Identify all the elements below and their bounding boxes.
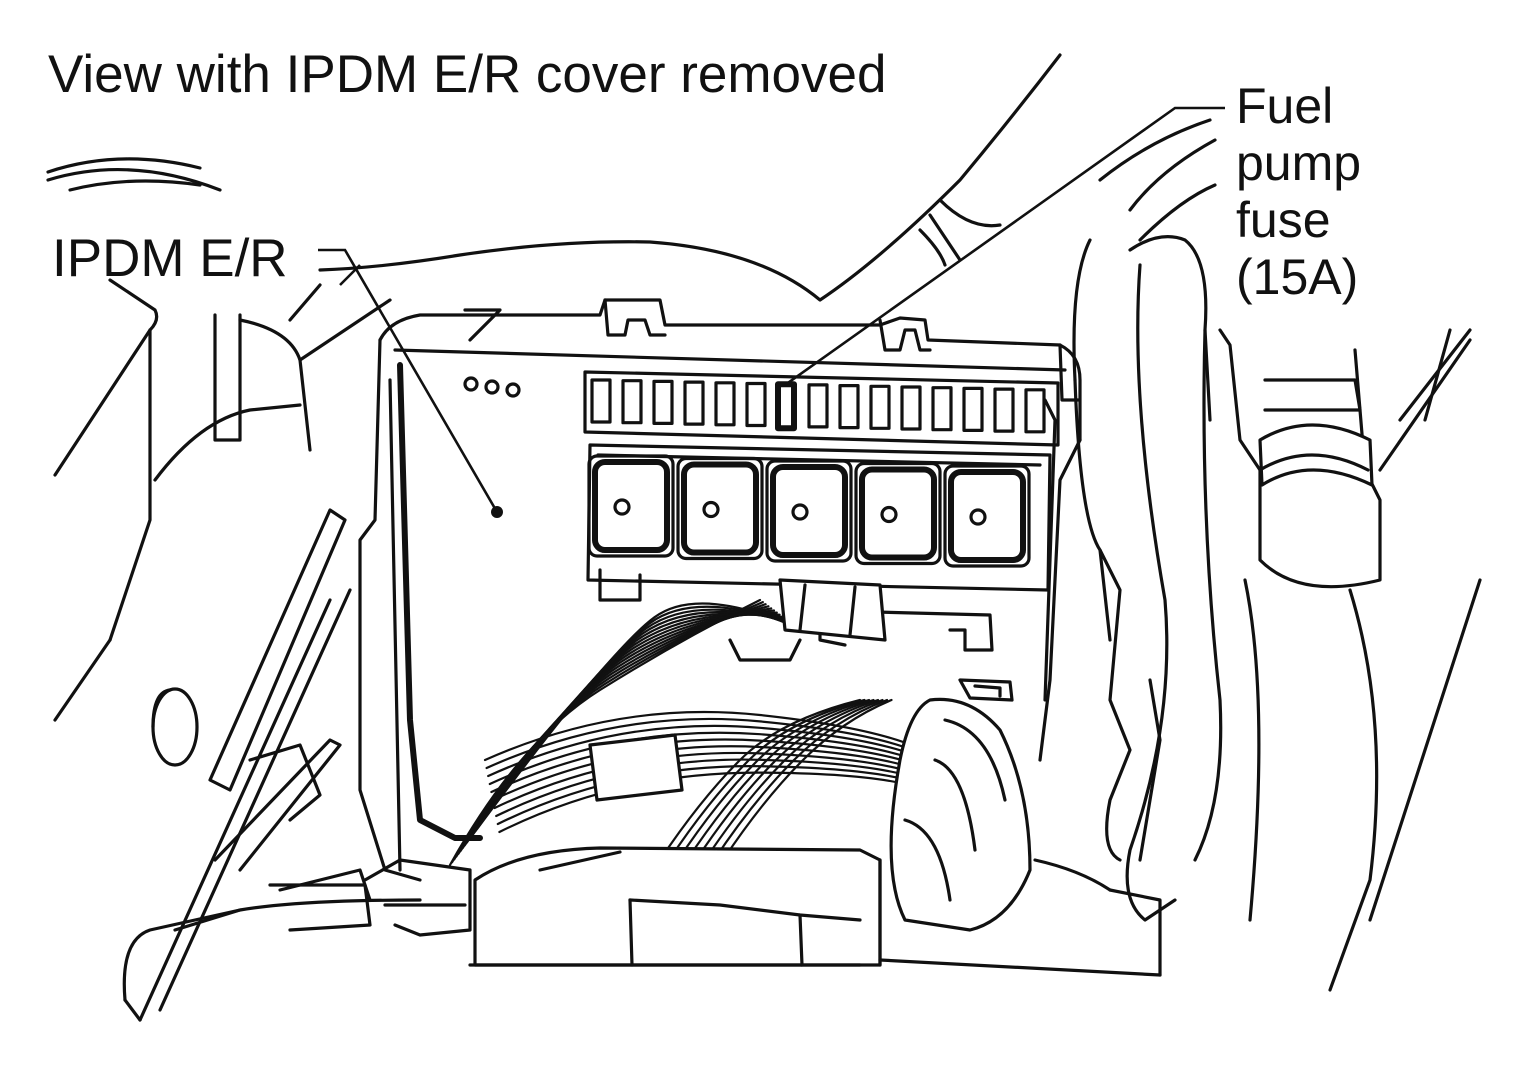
harness-wire	[676, 698, 871, 862]
diagram-title: View with IPDM E/R cover removed	[48, 45, 887, 104]
front-panel	[123, 898, 862, 1022]
harness-wire	[694, 698, 880, 862]
relay-terminal	[613, 498, 631, 516]
harness-wire	[703, 698, 884, 862]
ipdm-er-label: IPDM E/R	[52, 229, 288, 288]
relay-socket	[765, 459, 853, 563]
fuse	[900, 385, 922, 431]
ipdm-housing	[358, 298, 1082, 882]
fuse	[838, 384, 860, 430]
harness-wire	[712, 698, 889, 862]
harness-wire	[455, 605, 770, 858]
relay-socket	[587, 454, 675, 558]
fuse	[993, 387, 1015, 433]
harness-wire	[487, 724, 942, 778]
fuse-label-line: Fuel	[1236, 78, 1334, 134]
fuse-label-line: pump	[1236, 135, 1362, 191]
relay	[681, 461, 759, 556]
relay-socket	[943, 464, 1031, 568]
lower-components	[268, 846, 1162, 977]
relay-socket	[854, 461, 942, 566]
fuse	[714, 381, 736, 427]
relay	[592, 459, 670, 553]
harness-wire	[485, 717, 942, 770]
fuse	[869, 384, 891, 430]
relay-terminal	[791, 503, 809, 521]
harness-wire	[658, 698, 862, 862]
relay	[770, 464, 848, 558]
fuse	[683, 380, 705, 426]
leader-lines	[318, 106, 1225, 513]
relay	[859, 466, 937, 561]
relay-terminal	[969, 508, 987, 526]
left-structure	[53, 278, 392, 1022]
harness-wire	[457, 607, 773, 855]
fuel-pump-fuse	[775, 381, 797, 432]
fuse	[590, 378, 612, 424]
relay-terminal	[702, 500, 720, 519]
right-hoses	[1072, 235, 1482, 992]
fuse-row	[583, 370, 1060, 447]
fuse	[807, 383, 829, 429]
fuel-pump-fuse-label: Fuel pump fuse (15A)	[1236, 78, 1426, 306]
harness-wire	[667, 698, 866, 862]
relay-terminal	[880, 505, 898, 524]
background-contours	[46, 53, 1217, 302]
relay-socket	[676, 456, 764, 561]
fuse	[621, 379, 643, 425]
harness-wire	[721, 698, 893, 862]
harness-clamps	[588, 578, 1032, 932]
fuse-label-line: fuse	[1236, 192, 1331, 248]
fuse	[1024, 388, 1046, 434]
relay	[948, 469, 1026, 563]
fuse-label-line: (15A)	[1236, 249, 1359, 305]
harness-wire	[483, 710, 942, 762]
fuse	[745, 381, 767, 428]
harness-wire	[685, 698, 875, 862]
fuse-row-frame	[583, 370, 1060, 447]
fuse	[931, 386, 953, 432]
fuse	[962, 386, 984, 432]
relays	[587, 454, 1031, 568]
harness-wire	[476, 602, 798, 830]
wiring-harness	[448, 598, 942, 867]
fuse	[652, 379, 674, 425]
